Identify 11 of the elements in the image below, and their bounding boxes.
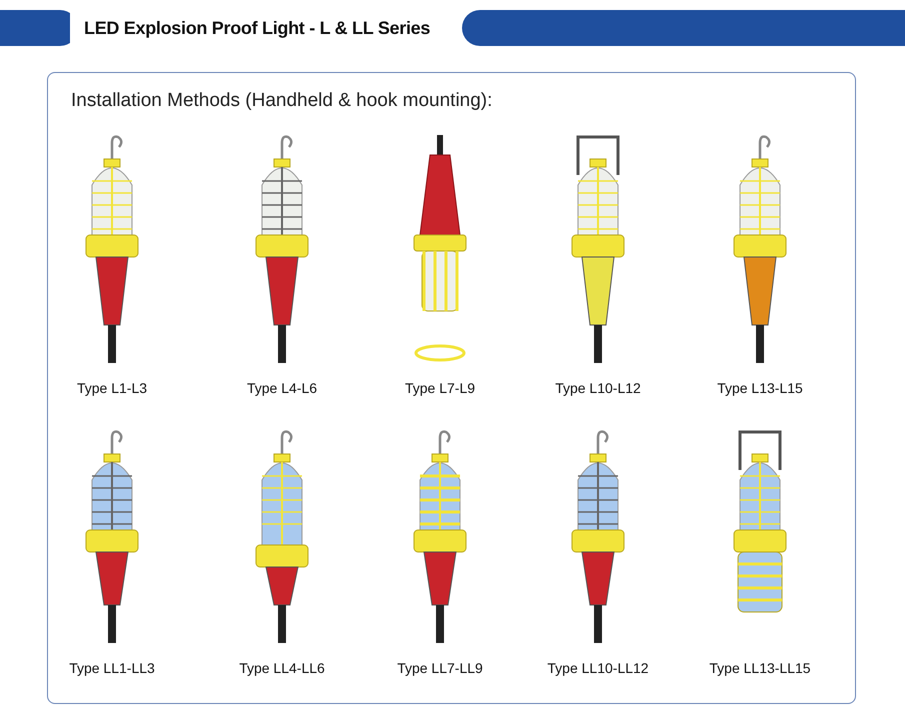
- type-caption: Type LL10-LL12: [547, 660, 649, 676]
- type-caption: Type L1-L3: [76, 380, 148, 396]
- type-caption: Type LL7-LL9: [397, 660, 483, 676]
- type-caption: Type LL4-LL6: [239, 660, 325, 676]
- type-caption: Type LL1-LL3: [69, 660, 155, 676]
- type-caption: Type LL13-LL15: [709, 660, 811, 676]
- type-caption: Type L4-L6: [246, 380, 318, 396]
- section-heading: Installation Methods (Handheld & hook mounting):: [71, 90, 492, 112]
- type-caption: Type L10-L12: [555, 380, 641, 396]
- type-caption: Type L13-L15: [717, 380, 803, 396]
- type-caption: Type L7-L9: [404, 380, 476, 396]
